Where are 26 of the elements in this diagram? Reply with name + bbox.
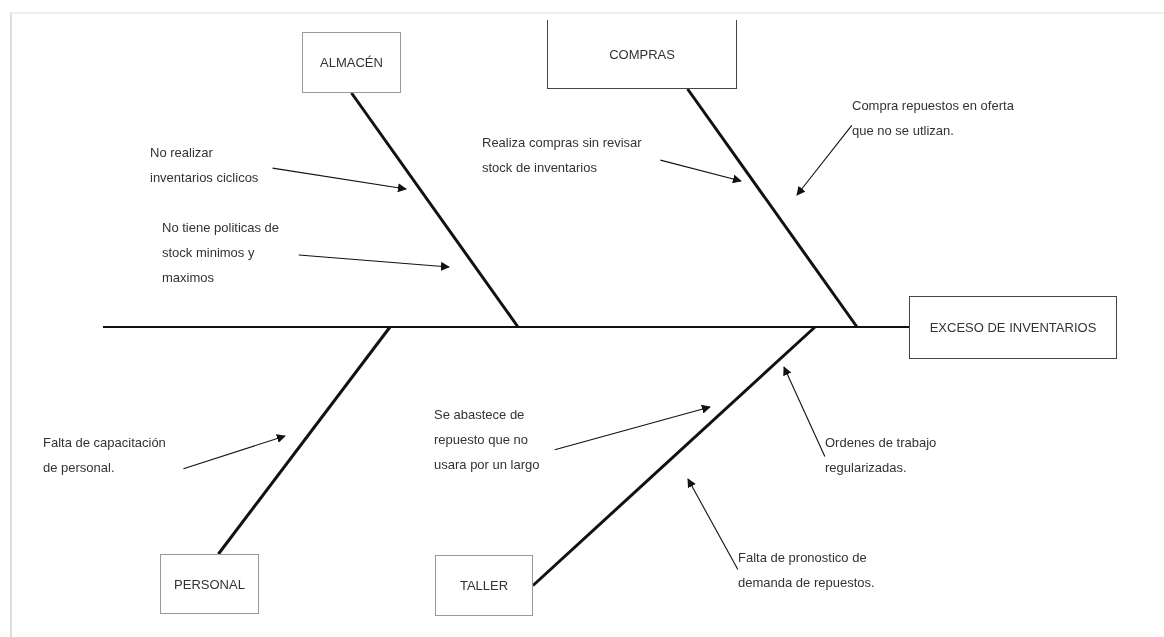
cause-text: Realiza compras sin revisar stock de inventarios — [482, 130, 660, 182]
spine-line — [103, 326, 909, 328]
bone-line — [532, 325, 816, 587]
cause-text: No realizar inventarios ciclicos — [150, 140, 272, 192]
bone-line — [217, 326, 392, 555]
effect-box: EXCESO DE INVENTARIOS — [909, 296, 1117, 359]
cause-text: Falta de pronostico de demanda de repuestos. — [738, 545, 890, 597]
arrow — [182, 434, 286, 470]
arrow — [659, 159, 742, 184]
cause-text: Falta de capacitación de personal. — [43, 430, 183, 482]
arrow — [796, 124, 853, 196]
arrow — [554, 404, 711, 451]
arrow — [272, 167, 407, 193]
bone-line — [350, 92, 520, 328]
category-box: TALLER — [435, 555, 533, 616]
cause-text: Compra repuestos en oferta que no se utlizan. — [852, 93, 1030, 145]
arrow — [298, 254, 450, 271]
category-box: PERSONAL — [160, 554, 259, 614]
arrow — [687, 478, 739, 571]
category-box: COMPRAS — [547, 20, 737, 89]
arrow — [783, 366, 826, 458]
cause-text: Se abastece de repuesto que no usara por un largo — [434, 402, 554, 479]
cause-text: No tiene politicas de stock minimos y maximos — [162, 215, 298, 292]
cause-text: Ordenes de trabajo regularizadas. — [825, 430, 960, 482]
bone-line — [686, 88, 859, 328]
category-box: ALMACÉN — [302, 32, 401, 93]
